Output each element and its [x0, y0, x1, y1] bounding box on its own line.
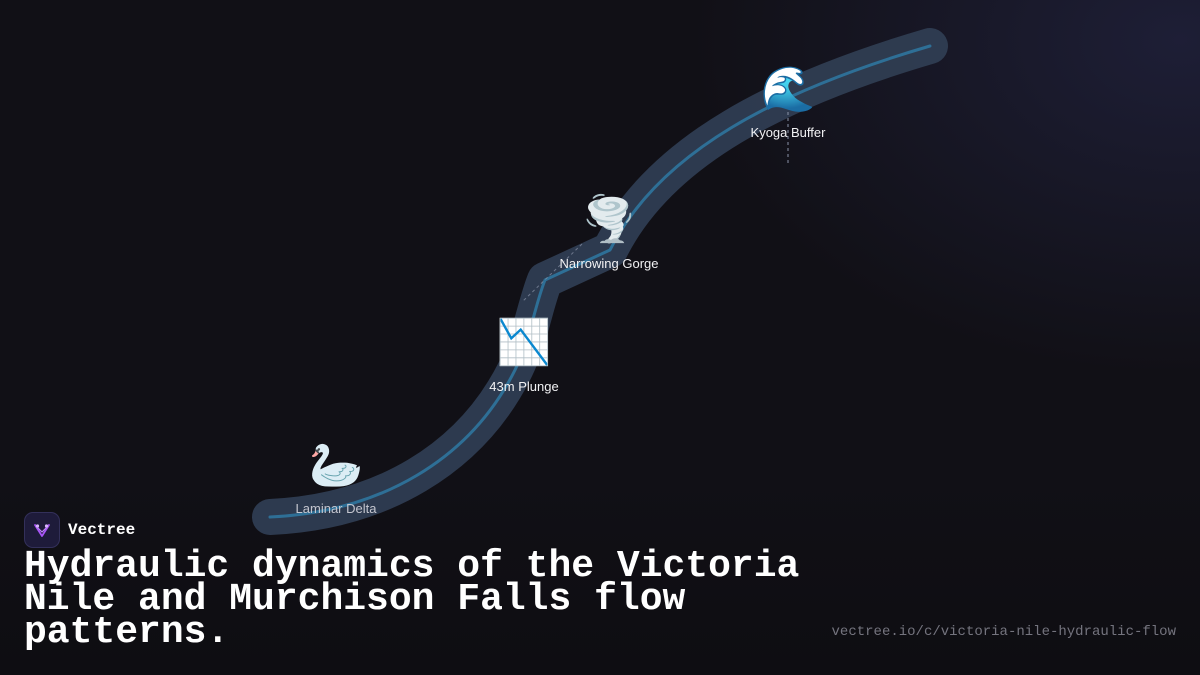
gorge-marker-line — [521, 243, 583, 303]
node-label-narrowing-gorge: Narrowing Gorge — [559, 256, 659, 271]
node-label-laminar-delta: Laminar Delta — [295, 501, 377, 516]
page-title: Hydraulic dynamics of the Victoria Nile … — [24, 545, 800, 654]
swan-icon: 🦢 — [308, 440, 364, 491]
chart-decreasing-icon: 📉 — [496, 317, 552, 368]
water-wave-icon: 🌊 — [760, 64, 816, 115]
river-flow-line — [268, 44, 932, 519]
node-label-kyoga-buffer: Kyoga Buffer — [750, 125, 826, 140]
brand[interactable]: Vectree — [24, 512, 135, 548]
vectree-logo-icon — [24, 512, 60, 548]
river-band — [252, 28, 948, 535]
source-url[interactable]: vectree.io/c/victoria-nile-hydraulic-flo… — [831, 624, 1176, 640]
brand-name: Vectree — [68, 521, 136, 539]
tornado-icon: 🌪️ — [581, 194, 637, 245]
node-label-43m-plunge: 43m Plunge — [489, 379, 559, 394]
